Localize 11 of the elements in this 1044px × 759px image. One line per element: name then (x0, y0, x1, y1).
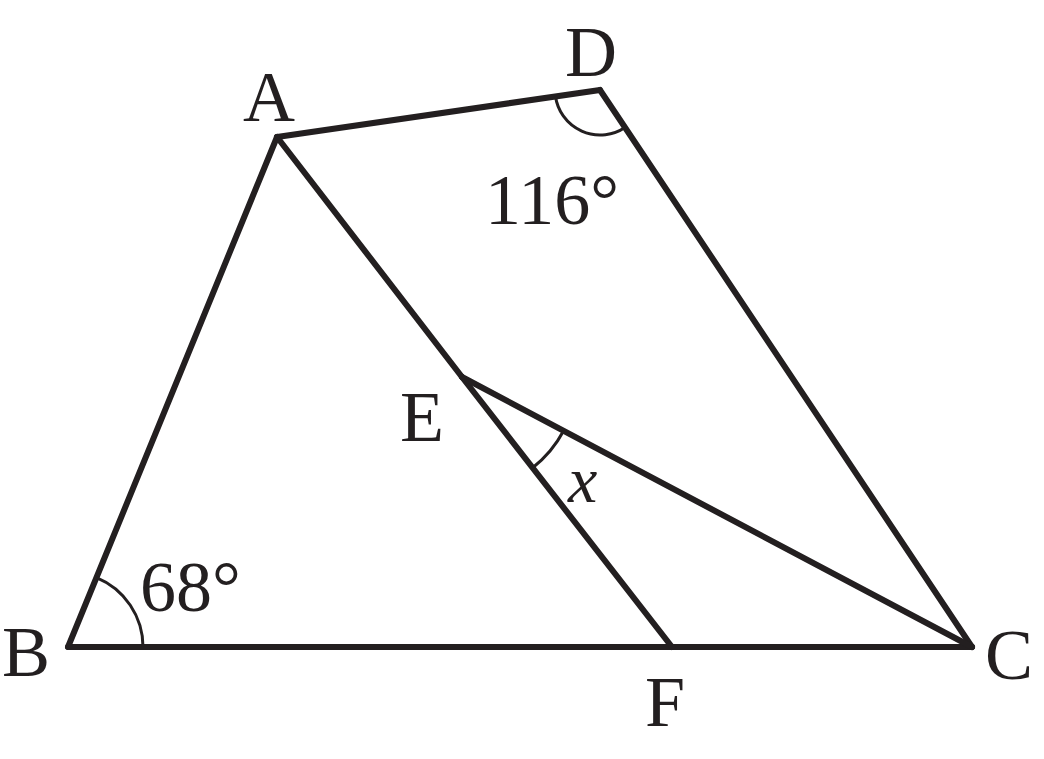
angle-label: x (568, 450, 598, 510)
vertex-label: E (400, 387, 444, 447)
vertex-label: D (565, 22, 617, 82)
angle-label: 116° (485, 170, 620, 230)
line-segment (459, 374, 975, 650)
vertex-label: A (243, 67, 295, 127)
vertex-label: C (985, 625, 1034, 685)
line-segment (274, 134, 465, 380)
vertex-label: F (645, 672, 686, 732)
vertex-label: B (2, 622, 51, 682)
angle-label: 68° (140, 557, 241, 617)
